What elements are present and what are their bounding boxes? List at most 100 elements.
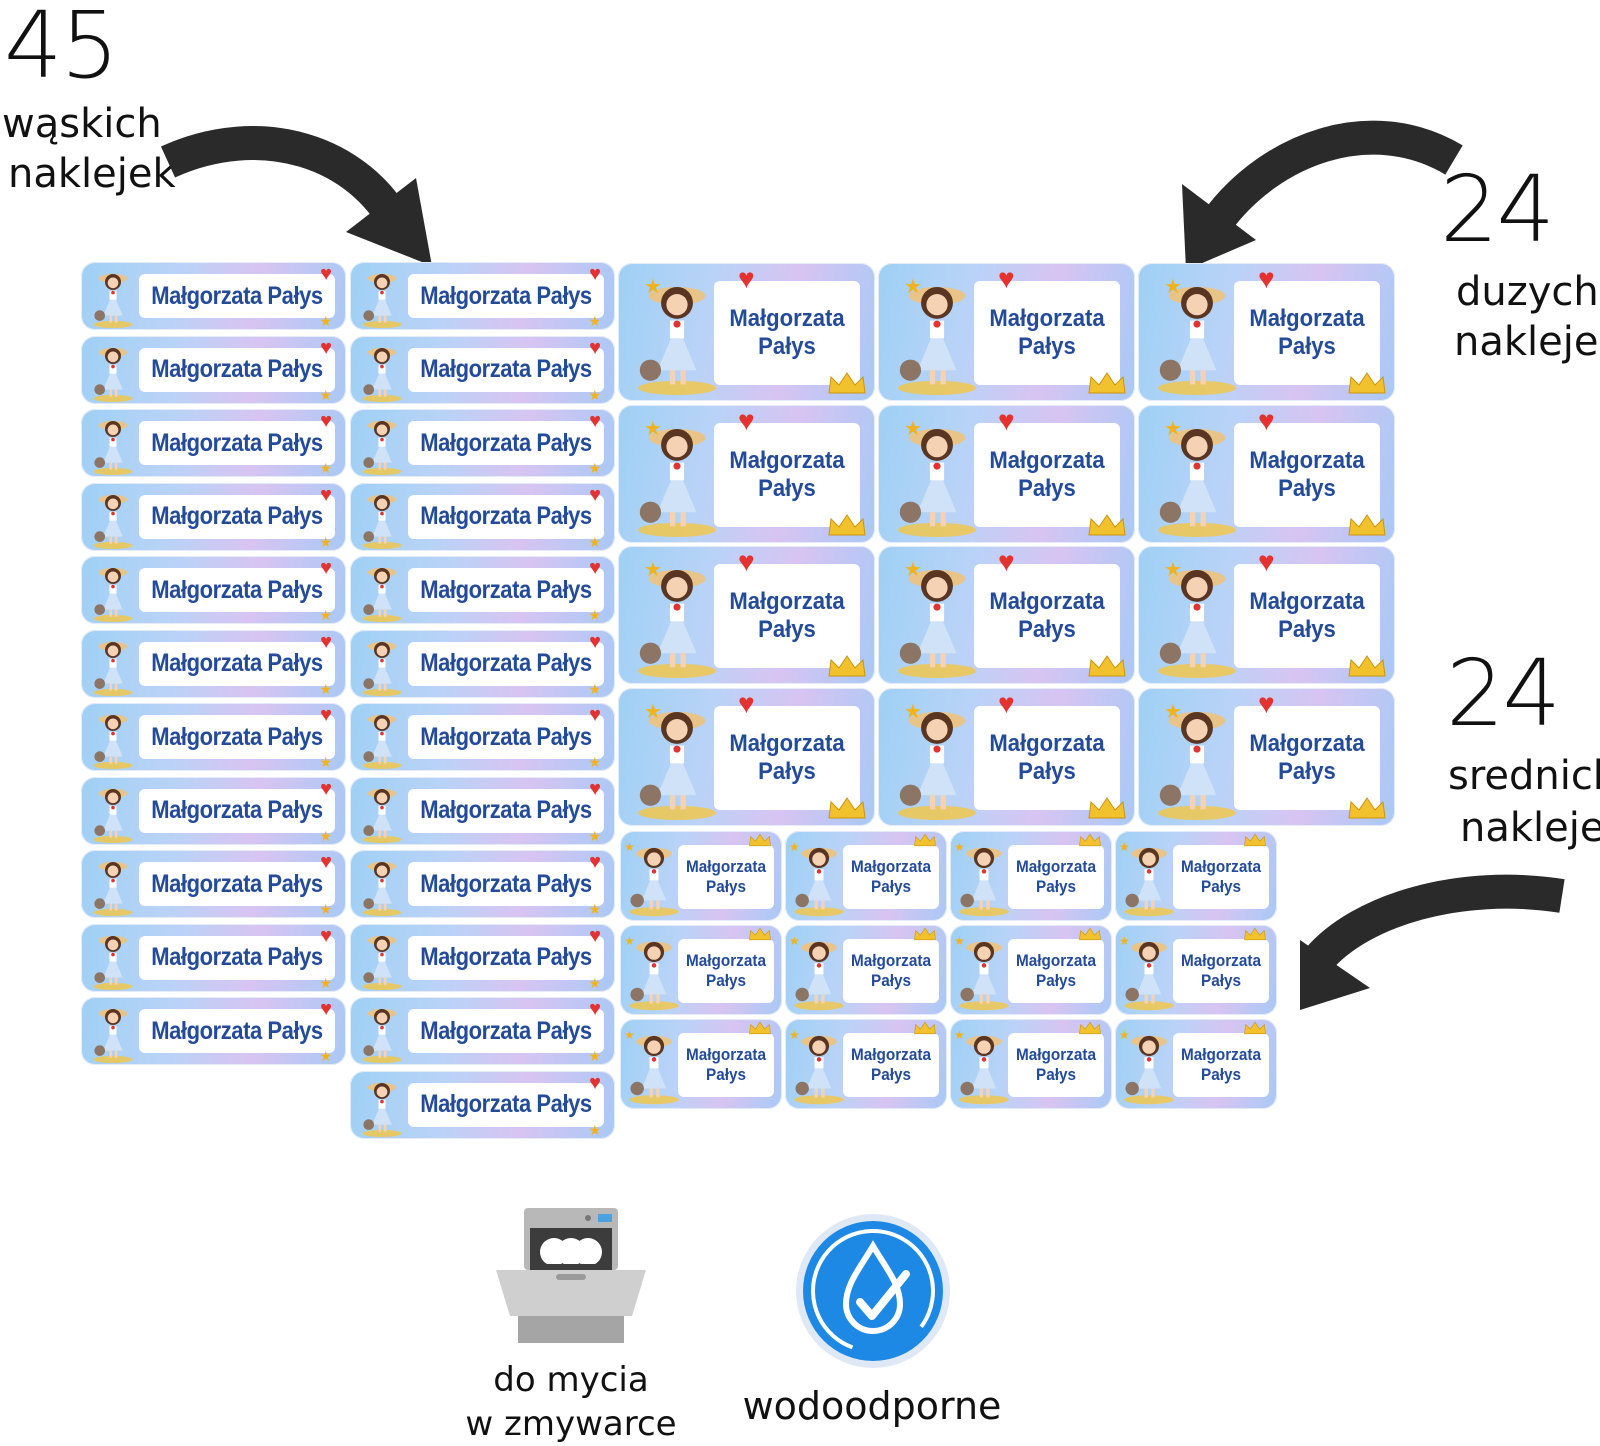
sticker-name: Małgorzata Pałys <box>420 869 592 898</box>
girl-figure <box>1152 554 1242 678</box>
girl-illustration <box>362 714 402 769</box>
name-sticker: Małgorzata Pałys ★ <box>620 1019 782 1109</box>
sticker-label-panel <box>139 494 335 539</box>
sticker-name: Małgorzata Pałys <box>1240 281 1374 385</box>
name-sticker: Małgorzata Pałys ♥ ★ <box>81 850 346 918</box>
girl-illustration <box>93 494 133 549</box>
sticker-name-line2: Pałys <box>1035 1065 1076 1084</box>
sticker-label-panel <box>1173 939 1269 1003</box>
crown-wrap <box>1347 513 1387 537</box>
star-icon: ★ <box>904 417 922 440</box>
girl-illustration <box>362 567 402 622</box>
crown-icon <box>1348 796 1386 818</box>
girl-illustration <box>1158 428 1236 537</box>
crown-wrap <box>913 833 937 847</box>
name-sticker: Małgorzata Pałys ♥ ★ <box>1138 404 1395 543</box>
sticker-label-panel <box>714 564 860 668</box>
crown-wrap <box>1347 654 1387 678</box>
name-sticker: Małgorzata Pałys ♥ ★ <box>618 687 875 826</box>
crown-wrap <box>1243 927 1267 941</box>
name-sticker: Małgorzata Pałys ♥ ★ <box>1138 687 1395 826</box>
girl-figure <box>358 1075 406 1137</box>
heart-icon: ♥ <box>589 263 601 285</box>
name-sticker: Małgorzata Pałys ★ <box>785 1019 947 1109</box>
sticker-name: Małgorzata Pałys <box>848 939 934 1003</box>
dishwasher-caption-line1: do mycia <box>493 1360 649 1400</box>
sticker-name-line1: Małgorzata <box>686 857 766 877</box>
heart-icon: ♥ <box>1258 263 1275 294</box>
star-icon: ★ <box>588 754 601 770</box>
star-icon: ★ <box>319 607 332 623</box>
heart-icon: ♥ <box>589 924 601 947</box>
girl-illustration <box>362 788 402 843</box>
crown-wrap <box>1078 927 1102 941</box>
crown-icon <box>1088 513 1126 535</box>
sticker-label-panel <box>408 1009 604 1053</box>
name-sticker: Małgorzata Pałys ♥ ★ <box>618 404 875 543</box>
star-icon: ★ <box>789 1028 800 1042</box>
sticker-name: Małgorzata Pałys <box>980 423 1114 527</box>
name-sticker: Małgorzata Pałys ♥ ★ <box>618 546 875 684</box>
crown-icon <box>828 372 866 394</box>
heart-icon: ♥ <box>738 263 755 294</box>
sticker-label-panel <box>408 421 604 465</box>
name-sticker: Małgorzata Pałys ♥ ★ <box>81 409 346 477</box>
crown-wrap <box>748 1021 772 1035</box>
star-icon: ★ <box>588 607 601 623</box>
large-label-line2: naklejek <box>1454 319 1600 365</box>
girl-illustration <box>362 861 402 916</box>
heart-icon: ♥ <box>320 998 332 1020</box>
heart-icon: ♥ <box>589 1071 601 1094</box>
sticker-name-line2: Pałys <box>1200 877 1241 896</box>
girl-illustration <box>638 428 716 537</box>
girl-illustration <box>1158 286 1236 395</box>
sticker-name: Małgorzata Pałys <box>720 423 854 527</box>
girl-illustration <box>1158 711 1236 820</box>
sticker-name-line1: Małgorzata <box>686 1045 766 1065</box>
name-sticker: Małgorzata Pałys ★ <box>950 1019 1112 1109</box>
star-icon: ★ <box>588 1121 601 1138</box>
crown-icon <box>914 833 936 847</box>
sticker-name: Małgorzata Pałys <box>980 706 1114 810</box>
sticker-name: Małgorzata Pałys <box>980 564 1114 668</box>
sticker-name-line2: Pałys <box>1018 333 1076 360</box>
heart-icon: ♥ <box>738 687 755 719</box>
girl-illustration <box>1124 941 1174 1011</box>
girl-illustration <box>93 567 133 622</box>
girl-figure <box>89 266 137 328</box>
girl-illustration <box>638 569 716 678</box>
girl-figure <box>1152 271 1242 395</box>
girl-figure <box>956 931 1012 1011</box>
girl-figure <box>791 931 847 1011</box>
girl-illustration <box>362 347 402 402</box>
star-icon: ★ <box>789 840 800 854</box>
sticker-name: Małgorzata Pałys <box>420 428 592 457</box>
sticker-name-line2: Pałys <box>758 333 816 360</box>
name-sticker: Małgorzata Pałys ★ <box>785 831 947 921</box>
girl-illustration <box>1158 569 1236 678</box>
heart-icon: ♥ <box>1258 546 1275 577</box>
heart-icon: ♥ <box>589 851 601 873</box>
girl-figure <box>956 837 1012 917</box>
crown-icon <box>1244 1021 1266 1035</box>
sticker-label-panel <box>139 788 335 833</box>
girl-figure <box>626 837 682 917</box>
sticker-label-panel <box>139 715 335 759</box>
sticker-label-panel <box>714 281 860 385</box>
sticker-name-line1: Małgorzata <box>989 729 1105 757</box>
star-icon: ★ <box>588 460 601 476</box>
crown-icon <box>1348 655 1386 677</box>
sticker-name-line2: Pałys <box>1278 616 1336 643</box>
crown-wrap <box>1087 371 1127 395</box>
star-icon: ★ <box>588 1048 601 1064</box>
girl-figure <box>89 634 137 696</box>
sticker-name-line2: Pałys <box>1018 616 1076 643</box>
girl-figure <box>358 1001 406 1063</box>
girl-illustration <box>638 711 716 820</box>
star-icon: ★ <box>644 417 662 440</box>
sticker-name-line1: Małgorzata <box>1181 1045 1261 1065</box>
sticker-name-line2: Pałys <box>1018 474 1076 502</box>
sticker-name-line1: Małgorzata <box>851 951 931 971</box>
girl-figure <box>1121 931 1177 1011</box>
girl-illustration <box>959 1035 1009 1105</box>
